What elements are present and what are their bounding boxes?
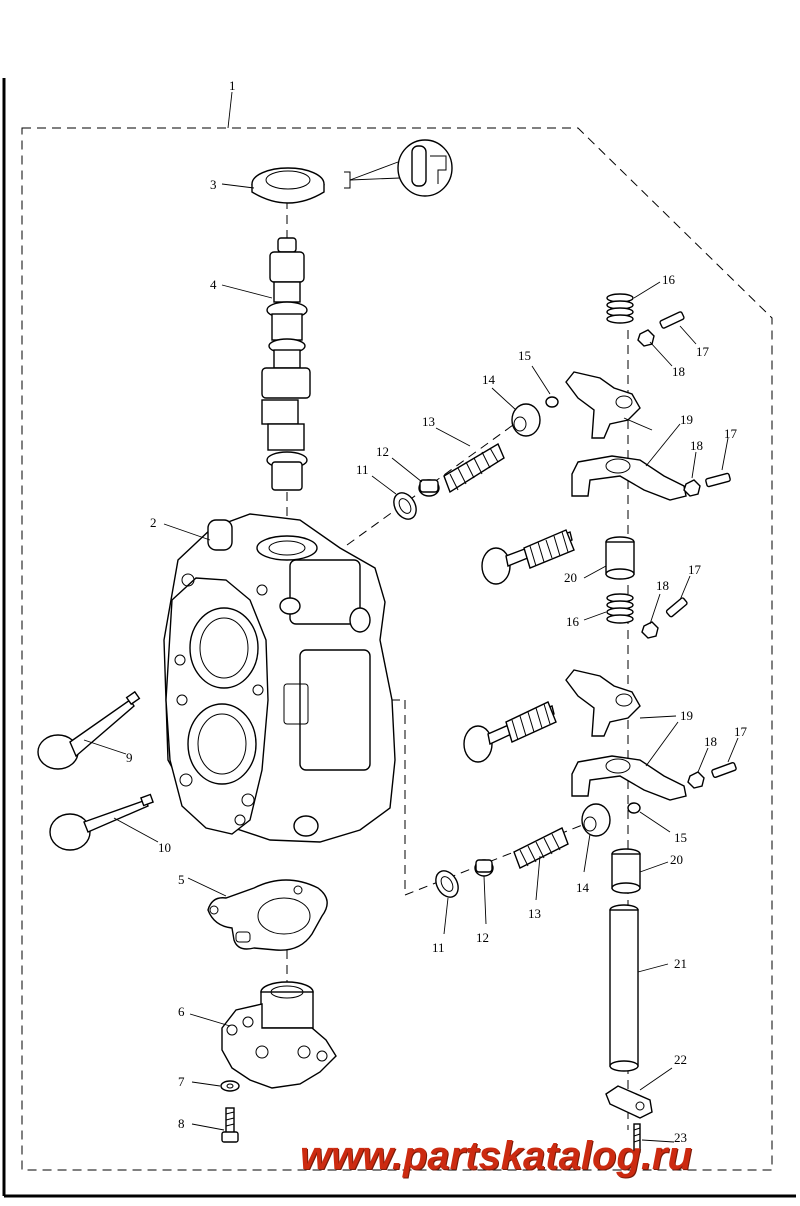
adjust-screw-upper [659,311,697,345]
valve-spring-upper [435,427,505,494]
camshaft [221,237,311,491]
callout-labels: 1 2 3 4 5 6 7 8 9 10 11 11 12 12 13 13 1… [126,78,748,1145]
callout-2: 2 [150,515,157,530]
callout-12b: 12 [476,930,489,945]
callout-8: 8 [178,1116,185,1131]
valve-stem-seal-upper [391,457,440,497]
valve-spring-lower [513,827,569,901]
callout-19a: 19 [680,412,693,427]
oil-seal [221,167,325,204]
watermark-text: www.partskatalog.ru [300,1134,692,1178]
valve-assembly-lower [463,701,557,763]
lock-nut-lower [687,747,709,789]
callout-17c: 17 [688,562,702,577]
valve-stem-seal-lower [474,859,494,925]
callout-3: 3 [210,177,217,192]
rocker-arm-upper-a [565,371,653,439]
exhaust-valve [49,793,159,851]
rocker-arm-lower-a [565,669,677,737]
adjust-screw-upper-b [705,437,731,488]
rocker-arm-lower-b [571,721,687,801]
adjust-screw-lower [711,737,739,778]
bolt [191,1107,239,1143]
callout-18b: 18 [690,438,703,453]
spring-retainer-upper [491,387,541,437]
callout-21: 21 [674,956,687,971]
callout-1: 1 [229,78,236,93]
callout-12a: 12 [376,444,389,459]
rocker-spring-middle [583,593,634,624]
adjust-screw-middle [665,575,691,618]
callout-9: 9 [126,750,133,765]
callout-17d: 17 [734,724,748,739]
lock-nut-middle [641,593,661,639]
lifter-upper [583,536,635,580]
callout-13b: 13 [528,906,541,921]
callout-7: 7 [178,1074,185,1089]
valve-cotter-lower [627,802,671,833]
callout-15a: 15 [518,348,531,363]
callout-18d: 18 [704,734,717,749]
callout-20b: 20 [670,852,683,867]
valve-cotter-upper [531,365,559,408]
callout-10: 10 [158,840,171,855]
callout-14b: 14 [576,880,590,895]
lock-nut-upper-b [683,451,701,497]
callout-23: 23 [674,1130,687,1145]
callout-17a: 17 [696,344,710,359]
shaft-retainer-plate [605,1067,673,1119]
callout-20a: 20 [564,570,577,585]
intake-valve [37,690,141,770]
callout-16a: 16 [662,272,676,287]
assembly-boundary [21,127,773,1171]
callout-17b: 17 [724,426,738,441]
rocker-shaft [609,904,669,1072]
oil-grease-icon [344,139,453,197]
gasket [187,877,328,951]
callout-11a: 11 [356,462,369,477]
callout-18a: 18 [672,364,685,379]
callout-19b: 19 [680,708,693,723]
callout-18c: 18 [656,578,669,593]
plate-screw [633,1123,675,1153]
callout-16b: 16 [566,614,580,629]
spring-retainer-lower [581,803,611,873]
rocker-spring-upper [606,281,661,324]
cylinder-head [163,513,396,843]
lock-nut-upper [637,329,673,367]
washer [191,1080,240,1092]
valve-seal-upper [371,475,417,520]
callout-13a: 13 [422,414,435,429]
rocker-arm-upper-b [571,423,687,501]
page-frame [2,78,796,1198]
thermostat-cover [189,981,337,1089]
lifter-lower [611,848,669,894]
callout-6: 6 [178,1004,185,1019]
callout-5: 5 [178,872,185,887]
valve-assembly-upper [481,529,575,585]
callout-22: 22 [674,1052,687,1067]
callout-4: 4 [210,277,217,292]
callout-14a: 14 [482,372,496,387]
callout-15b: 15 [674,830,687,845]
valve-seal-lower [435,870,459,935]
callout-11b: 11 [432,940,445,955]
